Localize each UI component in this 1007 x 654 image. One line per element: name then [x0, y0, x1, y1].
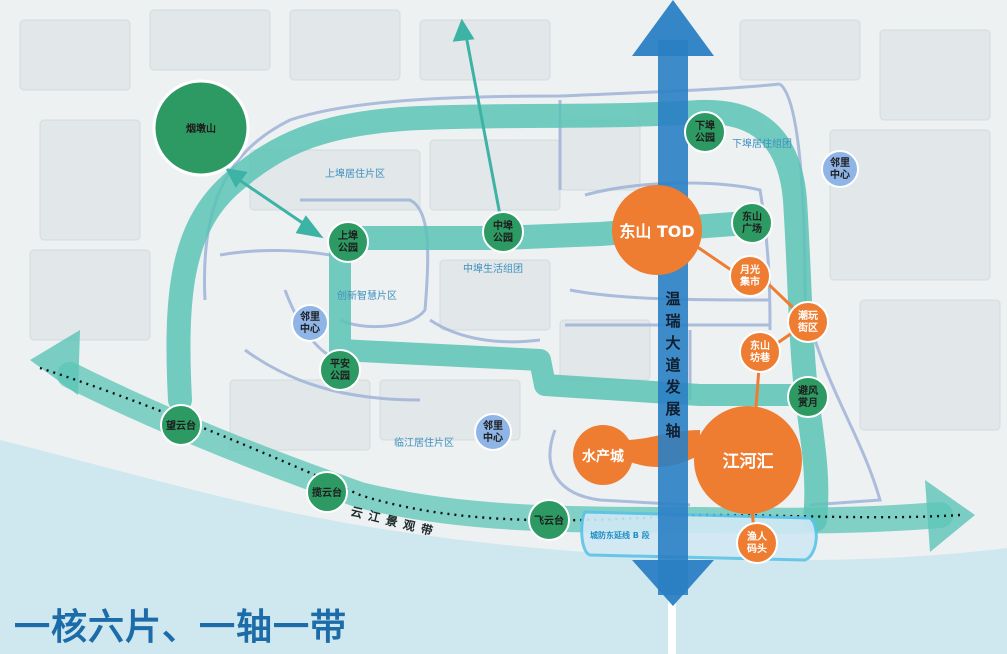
node-yandunshan: 烟墩山 — [152, 79, 250, 177]
svg-text:邻里: 邻里 — [483, 419, 503, 432]
node-dongshan-fangxiang: 东山 坊巷 — [739, 331, 781, 373]
connector-arrows — [225, 18, 502, 239]
axis-char-4: 道 — [665, 356, 680, 374]
arrow-right-icon — [925, 480, 975, 552]
svg-text:月光: 月光 — [739, 263, 760, 276]
river — [0, 440, 1007, 654]
zone-label-zhongbu: 中埠生活组团 — [463, 262, 523, 275]
metro-line: 城防东延线 B 段 — [580, 510, 818, 562]
shuichan-label: 水产城 — [582, 448, 624, 465]
axis-char-1: 温 — [665, 290, 680, 308]
svg-text:烟墩山: 烟墩山 — [186, 122, 216, 135]
arrow-left-icon — [30, 330, 80, 395]
svg-text:东山: 东山 — [742, 210, 762, 223]
node-pingan-park: 平安 公园 — [319, 349, 361, 391]
node-dongshan-square: 东山 广场 — [731, 202, 773, 244]
core-hub: 江河汇 — [694, 406, 802, 514]
node-neighborhood-east: 邻里 中心 — [821, 150, 859, 188]
node-yuren: 渔人 码头 — [736, 522, 778, 564]
node-zhongbu-park: 中埠 公园 — [482, 211, 524, 253]
core-shuichan: 水产城 — [573, 425, 633, 485]
svg-text:广场: 广场 — [742, 222, 762, 235]
svg-text:中心: 中心 — [830, 168, 850, 181]
svg-text:避风: 避风 — [797, 384, 818, 397]
zone-label-linjiang: 临江居住片区 — [394, 436, 454, 449]
svg-text:中埠: 中埠 — [493, 219, 513, 232]
page-title: 一核六片、一轴一带 — [14, 607, 348, 648]
node-xiabu-park: 下埠 公园 — [684, 111, 726, 153]
metro-line-label: 城防东延线 B 段 — [590, 530, 650, 540]
zone-label-xiabu: 下埠居住组团 — [732, 137, 792, 150]
svg-text:坊巷: 坊巷 — [750, 351, 771, 364]
hub-label: 江河汇 — [723, 452, 774, 472]
node-yueguang: 月光 集市 — [729, 255, 771, 297]
svg-text:上埠: 上埠 — [338, 229, 358, 242]
svg-text:揽云台: 揽云台 — [312, 486, 342, 499]
node-lanyuntai: 揽云台 — [306, 471, 348, 513]
svg-text:公园: 公园 — [493, 232, 513, 244]
svg-text:赏月: 赏月 — [798, 396, 818, 409]
tod-label: 东山 TOD — [619, 222, 694, 241]
node-neighborhood-west: 邻里 中心 — [291, 304, 329, 342]
svg-text:中心: 中心 — [483, 431, 503, 444]
axis-char-2: 瑞 — [665, 312, 680, 330]
bridge — [668, 585, 676, 654]
axis-char-7: 轴 — [665, 422, 680, 440]
svg-text:公园: 公园 — [338, 242, 358, 254]
riverside-belt — [30, 330, 975, 552]
city-blocks — [19, 9, 1001, 451]
svg-text:码头: 码头 — [747, 542, 767, 555]
node-chaowan: 潮玩 街区 — [787, 301, 829, 343]
svg-text:公园: 公园 — [330, 370, 350, 382]
axis-label: 温 瑞 大 道 发 展 轴 — [664, 290, 681, 440]
zone-label-chuangxin: 创新智慧片区 — [337, 289, 397, 302]
node-wangyuntai: 望云台 — [160, 404, 202, 446]
node-shangbu-park: 上埠 公园 — [327, 221, 369, 263]
axis-arrow-down-icon — [632, 560, 714, 606]
svg-text:飞云台: 飞云台 — [534, 514, 564, 527]
svg-text:渔人: 渔人 — [747, 530, 768, 543]
axis-char-3: 大 — [665, 334, 680, 352]
axis-arrow-up-icon — [632, 0, 714, 56]
svg-text:望云台: 望云台 — [166, 419, 196, 432]
node-feiyuntai: 飞云台 — [528, 499, 570, 541]
core-tod: 东山 TOD — [612, 185, 702, 275]
node-neighborhood-south: 邻里 中心 — [474, 413, 512, 451]
axis-char-5: 发 — [664, 378, 681, 396]
svg-text:邻里: 邻里 — [300, 310, 320, 323]
svg-text:集市: 集市 — [739, 275, 760, 288]
svg-text:邻里: 邻里 — [830, 156, 850, 169]
svg-text:潮玩: 潮玩 — [798, 309, 818, 322]
svg-text:下埠: 下埠 — [695, 119, 715, 132]
svg-text:街区: 街区 — [797, 321, 818, 334]
zone-label-shangbu: 上埠居住片区 — [325, 167, 385, 180]
node-bifeng: 避风 赏月 — [787, 376, 829, 418]
svg-text:东山: 东山 — [750, 339, 770, 352]
svg-text:公园: 公园 — [695, 132, 715, 144]
svg-text:平安: 平安 — [330, 357, 350, 370]
development-axis — [632, 0, 714, 606]
axis-char-6: 展 — [665, 400, 680, 418]
svg-text:中心: 中心 — [300, 322, 320, 335]
